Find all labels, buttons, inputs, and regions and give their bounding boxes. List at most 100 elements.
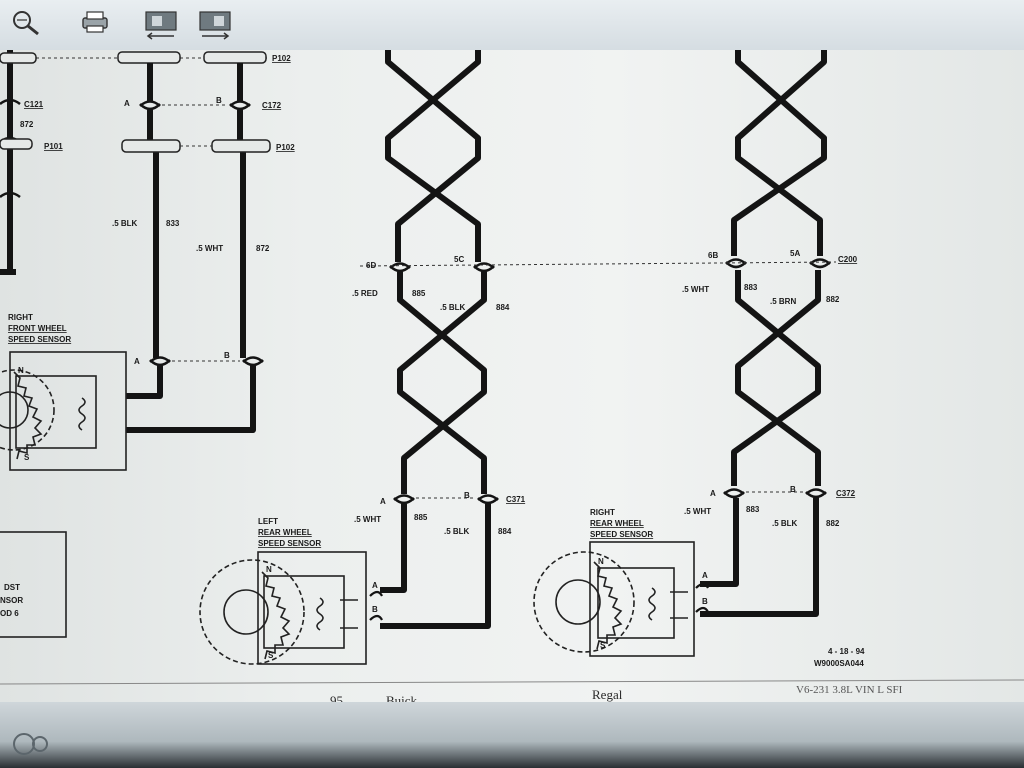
c200-cavity-6b: 6B	[708, 251, 718, 260]
right-front-pin-s: S	[24, 453, 30, 462]
partial-box-line-2: NSOR	[0, 596, 23, 605]
print-button[interactable]	[78, 8, 112, 34]
footer-engine: V6-231 3.8L VIN L SFI	[796, 684, 903, 696]
c371-pin-b: B	[464, 491, 470, 500]
right-rear-pin-b: B	[702, 597, 708, 606]
wire-883-low-number: 883	[746, 505, 760, 514]
previous-page-button[interactable]	[140, 8, 182, 40]
c172-pin-a: A	[124, 99, 130, 108]
wire-885-number: 885	[412, 289, 426, 298]
c371-label: C371	[506, 495, 526, 504]
left-rear-sensor-label-1: LEFT	[258, 517, 278, 526]
right-rear-pin-n: N	[598, 557, 604, 566]
c121-label: C121	[24, 100, 44, 109]
print-icon	[82, 11, 108, 33]
p102-mid-connector	[121, 139, 271, 153]
c200-cavity-5a: 5A	[790, 249, 800, 258]
zoom-icon	[13, 11, 39, 36]
footer-model: Regal	[592, 687, 623, 702]
p101-label: P101	[44, 142, 63, 151]
footer-make: Buick	[386, 693, 418, 702]
right-front-sensor-label-3: SPEED SENSOR	[8, 335, 71, 344]
status-icon	[13, 733, 48, 755]
c121-circuit-label: 872	[20, 120, 34, 129]
next-page-icon	[199, 11, 231, 40]
partial-module-box	[0, 531, 67, 638]
right-rear-sensor-label-1: RIGHT	[590, 508, 615, 517]
right-rear-pin-a: A	[702, 571, 708, 580]
partial-box-line-1: DST	[4, 583, 20, 592]
right-rear-speed-sensor	[533, 541, 709, 657]
wire-884-low-color: .5 BLK	[444, 527, 470, 536]
c200-label: C200	[838, 255, 858, 264]
next-page-button[interactable]	[194, 8, 236, 40]
right-front-connector	[149, 356, 264, 367]
left-rear-pin-a: A	[372, 581, 378, 590]
right-front-pin-n: N	[18, 366, 24, 375]
right-rear-twisted-pair	[700, 50, 827, 617]
wire-882-low-color: .5 BLK	[772, 519, 798, 528]
c372-pin-a: A	[710, 489, 716, 498]
wire-833-number: 833	[166, 219, 180, 228]
left-rear-twisted-pair	[380, 50, 491, 629]
wire-883-low-color: .5 WHT	[684, 507, 711, 516]
wire-882-low-number: 882	[826, 519, 840, 528]
c372-label: C372	[836, 489, 856, 498]
footer-rule	[0, 679, 1024, 685]
c172-connector	[139, 100, 251, 111]
left-rear-sensor-label-3: SPEED SENSOR	[258, 539, 321, 548]
c371-pin-a: A	[380, 497, 386, 506]
wire-872-color: .5 WHT	[196, 244, 223, 253]
partial-box-line-3: OD 6	[0, 609, 19, 618]
right-front-speed-sensor	[0, 351, 127, 471]
c172-label: C172	[262, 101, 282, 110]
wire-884-low-number: 884	[498, 527, 512, 536]
wire-882-number: 882	[826, 295, 840, 304]
right-rear-pin-s: S	[600, 641, 606, 650]
c371-connector	[393, 494, 499, 505]
wire-882-color: .5 BRN	[770, 297, 796, 306]
right-front-sensor-label-2: FRONT WHEEL	[8, 324, 67, 333]
status-bar	[0, 702, 1024, 768]
diagram-date: 4 - 18 - 94	[828, 647, 865, 656]
right-rear-sensor-label-3: SPEED SENSOR	[590, 530, 653, 539]
right-front-pin-a: A	[134, 357, 140, 366]
left-partial-wire	[0, 50, 33, 275]
toolbar	[0, 0, 1024, 51]
left-rear-pin-b: B	[372, 605, 378, 614]
left-rear-speed-sensor	[199, 551, 383, 665]
c172-pin-b: B	[216, 96, 222, 105]
right-front-sensor-label-1: RIGHT	[8, 313, 33, 322]
wiring-diagram-page: P102 C121 872 P101 A B C172 P102 .5 BLK …	[0, 50, 1024, 702]
p102-mid-label: P102	[276, 143, 295, 152]
right-front-pin-b: B	[224, 351, 230, 360]
wire-884-color: .5 BLK	[440, 303, 466, 312]
c200-cavity-5c: 5C	[454, 255, 464, 264]
page-number: 95	[330, 693, 343, 702]
connector-shape	[117, 51, 181, 64]
wire-883-color: .5 WHT	[682, 285, 709, 294]
previous-page-icon	[145, 11, 177, 40]
front-sensor-wires	[126, 63, 256, 433]
wiring-diagram: P102 C121 872 P101 A B C172 P102 .5 BLK …	[0, 50, 1024, 702]
c372-pin-b: B	[790, 485, 796, 494]
c372-connector	[723, 488, 827, 499]
zoom-button[interactable]	[4, 8, 48, 36]
wire-885-low-color: .5 WHT	[354, 515, 381, 524]
right-rear-sensor-label-2: REAR WHEEL	[590, 519, 644, 528]
wire-883-number: 883	[744, 283, 758, 292]
connector-shape	[0, 52, 37, 64]
diagram-code: W9000SA044	[814, 659, 864, 668]
wire-885-low-number: 885	[414, 513, 428, 522]
p102-top-label: P102	[272, 54, 291, 63]
wire-872-number: 872	[256, 244, 270, 253]
wire-885-color: .5 RED	[352, 289, 378, 298]
wire-884-number: 884	[496, 303, 510, 312]
c200-connector	[359, 258, 837, 273]
left-rear-sensor-label-2: REAR WHEEL	[258, 528, 312, 537]
left-rear-pin-s: S	[268, 651, 274, 660]
left-rear-pin-n: N	[266, 565, 272, 574]
connector-shape	[203, 51, 267, 64]
wire-833-color: .5 BLK	[112, 219, 138, 228]
c200-cavity-6d: 6D	[366, 261, 376, 270]
